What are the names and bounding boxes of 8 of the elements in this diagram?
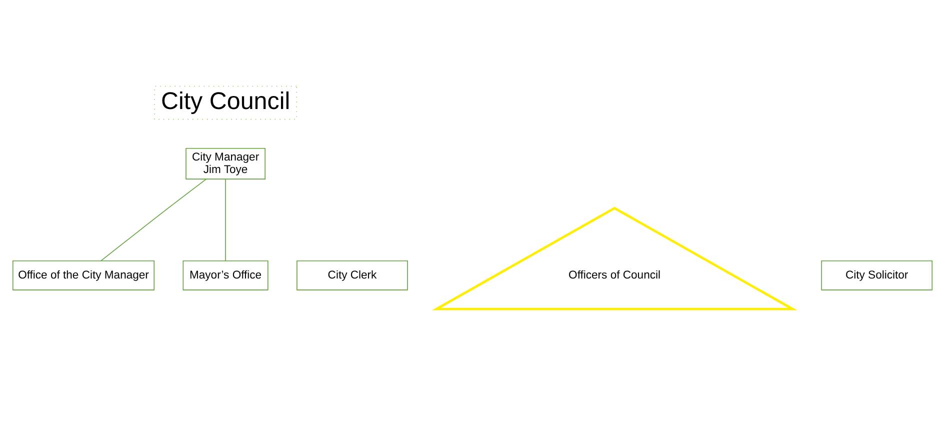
connector [225,178,226,261]
node-box: Office of the City Manager [12,260,155,290]
node-box: City Manager Jim Toye [186,147,266,179]
connector [100,178,207,261]
node-box: Mayor’s Office [182,260,268,290]
node-box: City Clerk [296,260,408,290]
node-box: City Solicitor [821,260,933,290]
node-box: City Council [154,85,297,120]
